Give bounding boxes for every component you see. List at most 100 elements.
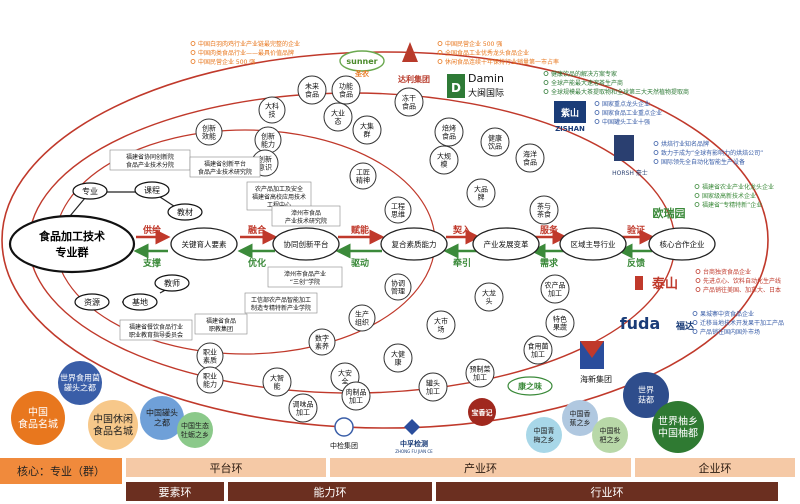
industry-bubble-18-circle xyxy=(262,367,292,397)
center-title-line-1: 食品加工技术 xyxy=(39,229,105,243)
horsh-bullet-2 xyxy=(653,150,659,155)
taishan-bullet-1 xyxy=(695,269,701,274)
taishan-note-2: 先进点心、饮料自动化生产线 xyxy=(703,277,781,285)
industry-bubble-7-label-line-2: 饮品 xyxy=(488,142,502,151)
flow-backward-label-4: 牵引 xyxy=(453,257,471,269)
honor-circle-2-label-line-2: 罐头之都 xyxy=(64,383,96,393)
fuda-note-2: 迁移当地技术开发果干加工产品 xyxy=(700,319,784,327)
innovation-bubble-9-label-line-1: 数字 xyxy=(315,334,329,343)
industry-bubble-9-label-line-2: 食品 xyxy=(523,158,537,167)
innovation-bubble-7-label-line-1: 协调 xyxy=(391,279,405,288)
industry-bubble-5-circle xyxy=(352,115,382,145)
haixin-logo-accent xyxy=(580,341,604,358)
innovation-bubble-10-label-line-2: 素质 xyxy=(203,356,217,365)
innovation-bubble-1-label-line-2: 技 xyxy=(269,110,276,119)
band-core: 核心：专业（群） xyxy=(0,458,122,484)
honor-circle-3-label-line-2: 食品名城 xyxy=(93,424,133,437)
baomingji-logo-mark xyxy=(468,398,496,426)
kangzhiwei-logo-mark xyxy=(507,376,553,396)
industry-bubble-18-label-line-1: 大智 xyxy=(270,374,284,383)
band-element: 要素环 xyxy=(126,482,224,501)
innovation-bubble-3-label-line-1: 创新 xyxy=(261,132,275,141)
industry-bubble-6-circle xyxy=(434,117,464,147)
element-textbook-ellipse xyxy=(167,203,203,221)
flow-backward-label-1: 支撑 xyxy=(142,257,161,269)
flow-node-1-label: 关键育人要素 xyxy=(182,239,227,249)
band-trade: 行业环 xyxy=(436,482,778,501)
industry-bubble-5-label-line-1: 大集 xyxy=(360,122,374,131)
honor-circle-9-label-line-1: 世界 xyxy=(638,385,654,395)
industry-bubble-22-label-line-2: 加工 xyxy=(349,396,363,405)
companies-group: sunner圣农中国白羽肉鸡行业产业链最完整的企业中国肉类食品行业——最具价值品… xyxy=(190,40,784,454)
flow-labels-group: 供给融合赋能契入服务验证支撑优化驱动牵引需求反馈 xyxy=(142,224,645,269)
zishan-note-2: 国家食品工业重点企业 xyxy=(602,109,662,117)
platform-note-processing-center-line-1: 农产品加工及安全 xyxy=(255,185,303,193)
innovation-bubble-5-circle xyxy=(349,162,377,190)
horsh-bullet-1 xyxy=(653,141,659,146)
industry-bubble-11-label-line-2: 茶食 xyxy=(537,210,551,219)
innovation-bubble-3-label-line-2: 能力 xyxy=(261,140,275,149)
dali-note-3: 休闲食品连续十年保持行业销量第一市占率 xyxy=(445,58,559,66)
flow-forward-label-3: 赋能 xyxy=(351,224,369,236)
honor-circle-3-label-line-1: 中国休闲 xyxy=(93,412,133,425)
flow-node-2-label: 协同创新平台 xyxy=(284,239,329,249)
innovation-bubble-1-label-line-1: 大科 xyxy=(265,102,279,111)
sunner-note-1: 中国白羽肉鸡行业产业链最完整的企业 xyxy=(198,40,300,48)
damin-logo-letter: D xyxy=(451,81,461,95)
element-textbook-label: 教材 xyxy=(177,207,193,217)
industry-bubble-14-label-line-2: 康 xyxy=(395,358,402,367)
flow-node-4-label: 产业发展变革 xyxy=(484,239,529,249)
industry-bubble-6-label-line-1: 焙烤 xyxy=(442,124,456,133)
flow-backward-label-6: 反馈 xyxy=(627,257,645,269)
fuda-bullet-3 xyxy=(692,329,698,334)
fuda-note-3: 产品销往国内国外市场 xyxy=(700,328,760,336)
taishan-bullet-2 xyxy=(695,278,701,283)
industry-bubble-19-label-line-1: 食用菌 xyxy=(528,342,549,351)
horsh-note-2: 致力于成为“全球有影响力的烘焙公司” xyxy=(661,149,763,157)
sunner-bullet-2 xyxy=(190,50,196,55)
platform-note-collab-institute-line-2: 食品产业技术分院 xyxy=(126,161,174,169)
platform-note-catering-committee-line-2: 职业教育指导委员会 xyxy=(129,331,183,339)
horsh-bullet-3 xyxy=(653,159,659,164)
innovation-bubble-2-label-line-2: 效能 xyxy=(202,132,216,141)
honor-circle-1 xyxy=(11,391,65,445)
innovation-bubble-11-label-line-2: 能力 xyxy=(203,380,217,389)
innovation-bubble-9-circle xyxy=(308,328,336,356)
fuda-note-1: 果城寨中资食品企业 xyxy=(700,310,754,318)
band-platform: 平台环 xyxy=(126,458,326,477)
flow-node-1-ellipse xyxy=(170,227,238,261)
taishan-bullet-3 xyxy=(695,287,701,292)
industry-bubble-11-label-line-1: 茶与 xyxy=(537,202,551,211)
ouruiyuan-note-3: 福建省“专精特新”企业 xyxy=(702,201,762,209)
platform-note-processing-center-line-3: 工程中心 xyxy=(267,201,291,209)
honor-circle-10-label-line-2: 中国柚都 xyxy=(658,426,698,439)
innovation-bubble-2-circle xyxy=(195,118,223,146)
industry-bubble-19-circle xyxy=(523,335,553,365)
zishan-logo-mark xyxy=(554,101,586,123)
element-teacher-label: 教师 xyxy=(164,278,180,288)
industry-bubble-23-label-line-1: 调味品 xyxy=(293,400,314,409)
honor-circle-2 xyxy=(58,361,102,405)
industry-bubble-13-label-line-2: 场 xyxy=(438,325,445,334)
flow-node-3-ellipse xyxy=(380,227,448,261)
outer-orbit-ellipse xyxy=(1,51,769,429)
band-industry: 产业环 xyxy=(330,458,631,477)
flow-forward-label-6: 验证 xyxy=(627,224,645,236)
dali-bullet-3 xyxy=(437,59,443,64)
flow-forward-label-1: 供给 xyxy=(142,224,161,236)
innovation-bubble-5-label-line-2: 精神 xyxy=(356,176,370,185)
damin-bullet-1 xyxy=(543,71,549,76)
ouruiyuan-bullet-1 xyxy=(694,184,700,189)
honor-circle-3 xyxy=(88,400,138,450)
ouruiyuan-bullet-2 xyxy=(694,193,700,198)
platform-note-three-innovation-college-line-1: 漳州市食品产业 xyxy=(284,270,326,278)
platform-note-vocational-group-box xyxy=(194,313,248,335)
horsh-logo-text: HORSH 豪士 xyxy=(612,169,648,177)
innovation-bubble-1-circle xyxy=(258,96,286,124)
innovation-bubble-8-label-line-2: 组织 xyxy=(355,318,369,327)
dali-bullet-1 xyxy=(437,41,443,46)
element-major-ellipse xyxy=(72,182,108,200)
industry-bubble-20-label-line-2: 加工 xyxy=(473,373,487,382)
platform-note-zhangzhou-institute-box xyxy=(271,205,341,227)
damin-note-1: 健康饮品的解决方案专家 xyxy=(551,70,617,78)
